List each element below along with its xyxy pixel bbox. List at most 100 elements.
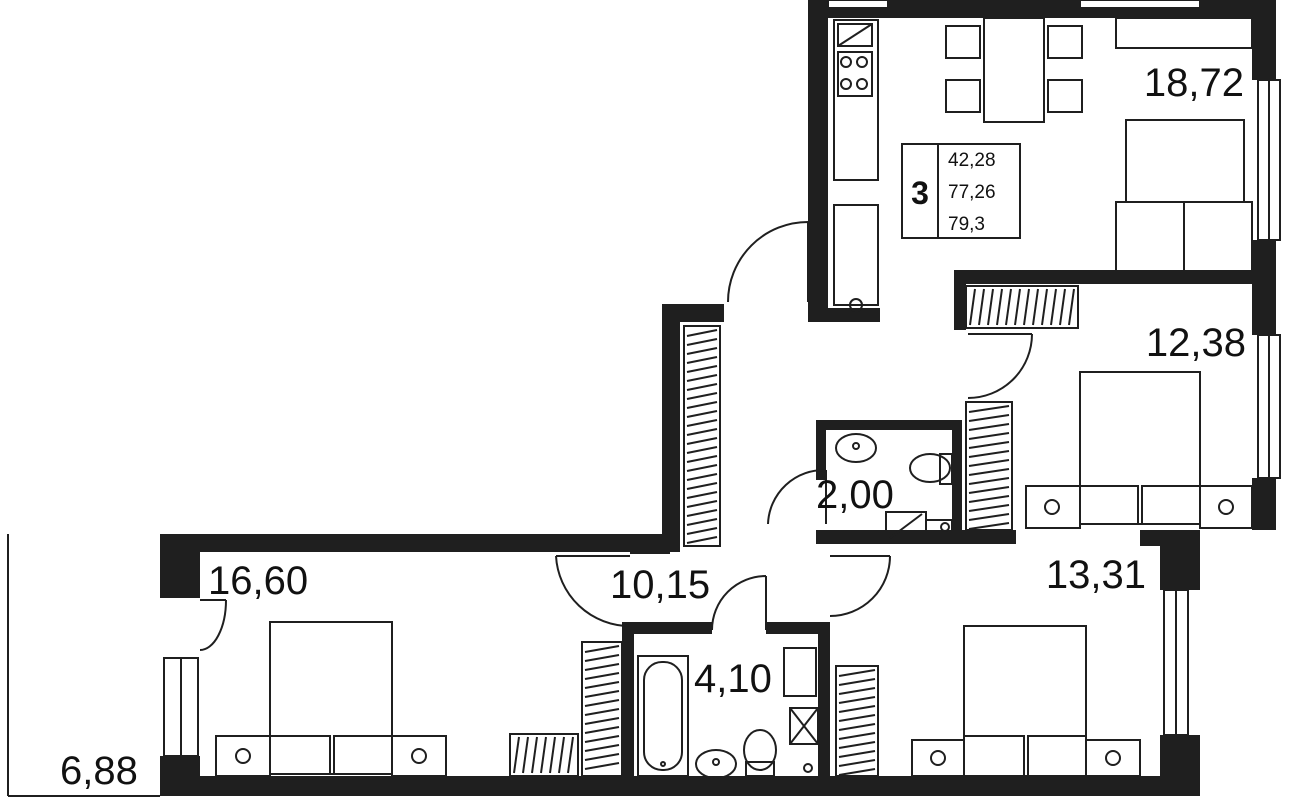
area-wc: 2,00 (816, 473, 894, 517)
bedroom-3-furniture (911, 625, 1141, 777)
total-area-with-loggia: 79,3 (948, 214, 985, 235)
wardrobe-hatch (838, 768, 876, 776)
wardrobe-hatch (1068, 288, 1075, 326)
wardrobe-hatch (686, 464, 718, 472)
kitchen-furniture (833, 17, 1253, 312)
wardrobe-hatch (968, 504, 1010, 512)
wardrobe-hatch (686, 536, 718, 544)
wardrobe-hatch (838, 705, 876, 713)
wardrobe (965, 285, 1079, 329)
wardrobe-hatch (686, 473, 718, 481)
wardrobe-hatch (567, 736, 574, 774)
wardrobe-hatch (686, 401, 718, 409)
wardrobe-hatch (1041, 288, 1048, 326)
wardrobe-hatch (584, 735, 620, 743)
wardrobe-hatch (584, 672, 620, 680)
wardrobe-hatch (969, 288, 976, 326)
wardrobe-hatch (686, 500, 718, 508)
area-bedroom-3: 13,31 (1046, 553, 1146, 597)
wardrobe-hatch (584, 717, 620, 725)
area-kitchen-living: 18,72 (1144, 61, 1244, 105)
wardrobe-hatch (1005, 288, 1012, 326)
wardrobe-hatch (968, 486, 1010, 494)
wardrobes (509, 285, 1079, 777)
area-hallway: 10,15 (610, 563, 710, 607)
wardrobe-hatch (686, 455, 718, 463)
wardrobe-hatch (584, 726, 620, 734)
wardrobe-hatch (1050, 288, 1057, 326)
wardrobe-hatch (584, 744, 620, 752)
wardrobe-hatch (584, 762, 620, 770)
wardrobe-hatch (584, 753, 620, 761)
wardrobe-hatch (686, 410, 718, 418)
wardrobe-hatch (540, 736, 547, 774)
room-count: 3 (911, 175, 929, 211)
wardrobe-hatch (686, 527, 718, 535)
wardrobe-hatch (838, 669, 876, 677)
wardrobe-hatch (686, 329, 718, 337)
wardrobe-hatch (686, 347, 718, 355)
wardrobe-hatch (686, 446, 718, 454)
wardrobe-hatch (686, 392, 718, 400)
bedroom-2-furniture (215, 621, 447, 777)
wardrobe-hatch (549, 736, 556, 774)
wardrobe-hatch (686, 419, 718, 427)
wardrobe-hatch (558, 736, 565, 774)
wardrobe-hatch (968, 468, 1010, 476)
wardrobe-hatch (584, 645, 620, 653)
wardrobe-hatch (686, 437, 718, 445)
wardrobe-hatch (838, 678, 876, 686)
wardrobe-hatch (686, 491, 718, 499)
wardrobe-hatch (968, 477, 1010, 485)
wardrobe-hatch (838, 759, 876, 767)
wardrobe-hatch (531, 736, 538, 774)
wardrobe-hatch (968, 450, 1010, 458)
wardrobe-hatch (968, 513, 1010, 521)
bedroom-1-furniture (1025, 371, 1253, 529)
wardrobe-hatch (686, 365, 718, 373)
wardrobe-hatch (686, 338, 718, 346)
wardrobe-hatch (522, 736, 529, 774)
walls (160, 0, 1276, 796)
bathroom-fixtures (637, 647, 819, 779)
wardrobe-hatch (838, 714, 876, 722)
wardrobe-hatch (996, 288, 1003, 326)
wardrobe-hatch (968, 414, 1010, 422)
wardrobe-hatch (584, 681, 620, 689)
wardrobe-hatch (968, 459, 1010, 467)
area-bedroom-2: 16,60 (208, 559, 308, 603)
wardrobe-hatch (838, 687, 876, 695)
wardrobe-hatch (838, 750, 876, 758)
wardrobe-hatch (838, 723, 876, 731)
wardrobe-hatch (987, 288, 994, 326)
total-area: 77,26 (948, 182, 996, 203)
wardrobe-hatch (838, 741, 876, 749)
wardrobe-hatch (1023, 288, 1030, 326)
wardrobe-hatch (584, 690, 620, 698)
wardrobe (835, 665, 879, 777)
wardrobe-hatch (686, 356, 718, 364)
wardrobe-hatch (686, 428, 718, 436)
wardrobe-hatch (686, 482, 718, 490)
room-area-labels: 18,72 12,38 2,00 16,60 10,15 4,10 13,31 … (60, 61, 1246, 793)
area-loggia: 6,88 (60, 749, 138, 793)
wardrobe-hatch (978, 288, 985, 326)
wardrobe-hatch (686, 509, 718, 517)
area-bedroom-1: 12,38 (1146, 321, 1246, 365)
wardrobe (509, 733, 579, 777)
wardrobe-hatch (968, 405, 1010, 413)
doors (199, 221, 1033, 651)
wardrobe-hatch (686, 374, 718, 382)
wardrobe-hatch (968, 522, 1010, 530)
wardrobe-hatch (686, 383, 718, 391)
wardrobe-hatch (968, 441, 1010, 449)
wardrobe-hatch (1059, 288, 1066, 326)
living-area: 42,28 (948, 150, 996, 171)
wardrobe-hatch (686, 518, 718, 526)
wardrobe (683, 325, 721, 547)
loggia-outline (7, 534, 160, 797)
wardrobe-hatch (584, 663, 620, 671)
wardrobe-hatch (584, 708, 620, 716)
wardrobe-hatch (513, 736, 520, 774)
